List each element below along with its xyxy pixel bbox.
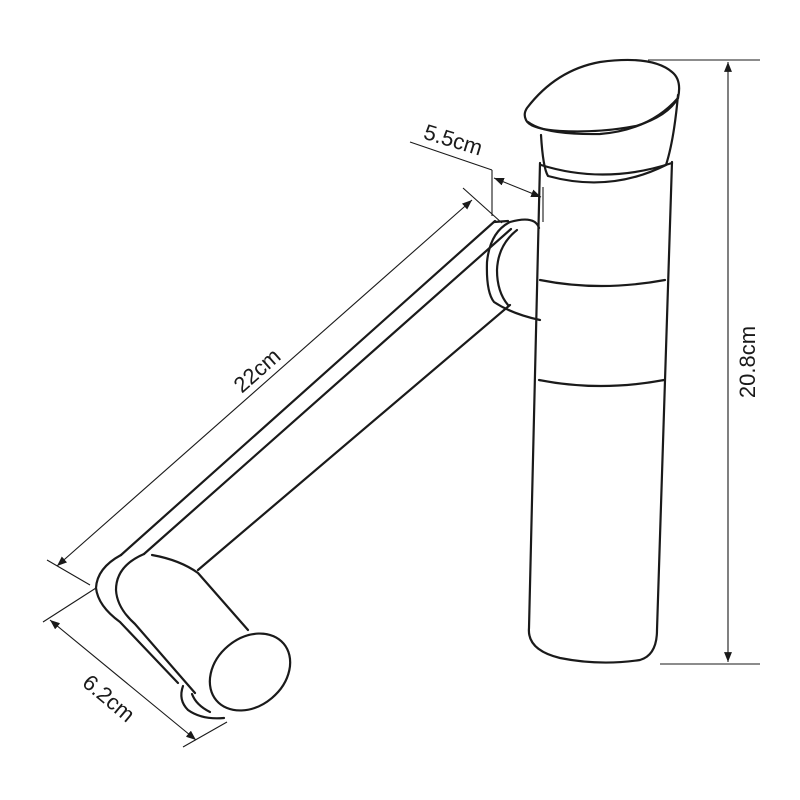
height-dimension: 20.8cm: [648, 59, 760, 665]
offset-label: 5.5cm: [421, 119, 486, 160]
height-label: 20.8cm: [735, 326, 760, 398]
offset-dimension: 5.5cm: [409, 119, 544, 222]
faucet-body: [527, 160, 674, 664]
spout-arm: [119, 219, 513, 572]
handle-cap: [523, 58, 681, 184]
outlet-length-label: 6.2cm: [78, 669, 140, 727]
arm-length-dimension: 22cm: [46, 187, 503, 586]
outlet-length-dimension: 6.2cm: [42, 587, 228, 748]
swivel-joint: [485, 218, 542, 322]
